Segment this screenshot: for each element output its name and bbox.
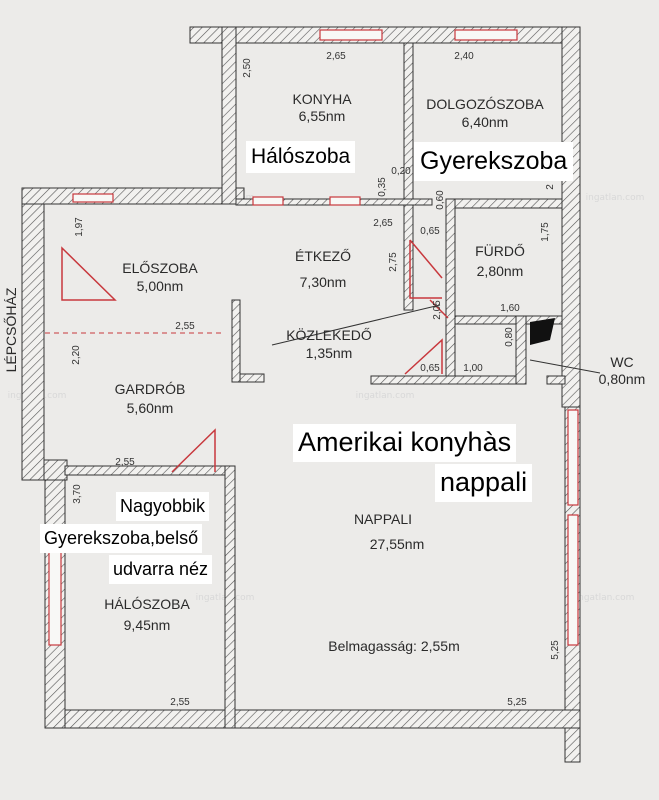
- windows: [48, 29, 579, 646]
- room-haloszoba-name: HÁLÓSZOBA: [104, 596, 190, 612]
- room-furdo-area: 2,80nm: [477, 263, 524, 279]
- room-furdo-name: FÜRDŐ: [475, 242, 525, 259]
- dim-haloszoba-top-width: 2,55: [115, 457, 135, 468]
- room-kozlekedo-name: KÖZLEKEDŐ: [286, 326, 372, 343]
- room-etkezo-area: 7,30nm: [300, 274, 347, 290]
- overlay-amerikai-line1: Amerikai konyhàs: [293, 424, 517, 462]
- room-eloszoba-name: ELŐSZOBA: [122, 260, 198, 276]
- room-dolgozo-area: 6,40nm: [462, 114, 509, 130]
- dim-gardrob-height: 2,20: [71, 345, 82, 365]
- room-wc-name: WC: [610, 354, 633, 370]
- dim-020: 0,20: [391, 166, 411, 177]
- dim-gardrob-width: 2,55: [175, 321, 195, 332]
- room-gardrob-area: 5,60nm: [127, 400, 174, 416]
- room-konyha-name: KONYHA: [292, 91, 352, 107]
- room-dolgozo-name: DOLGOZÓSZOBA: [426, 96, 544, 112]
- dim-wc-width: 0,80: [504, 327, 515, 347]
- doors: [61, 239, 449, 473]
- dim-035: 0,35: [377, 177, 388, 197]
- overlay-nagyobbik-line2: Gyerekszoba,belső: [40, 524, 203, 553]
- dim-eloszoba-height: 1,97: [74, 217, 85, 237]
- overlay-gyerekszoba: Gyerekszoba: [414, 142, 574, 182]
- watermark: ingatlan.com: [586, 193, 645, 203]
- overlay-nagyobbik-line3: udvarra néz: [109, 555, 213, 584]
- dim-065-bottom: 0,65: [420, 363, 440, 374]
- stairwell-label: LÉPCSŐHÁZ: [3, 287, 19, 372]
- room-eloszoba-area: 5,00nm: [137, 278, 184, 294]
- room-haloszoba-area: 9,45nm: [124, 617, 171, 633]
- toilet-icon: [530, 318, 555, 345]
- room-wc-area: 0,80nm: [599, 371, 646, 387]
- guide-lines: [271, 304, 601, 374]
- dim-fd-top: 0,65: [420, 226, 440, 237]
- room-labels: KONYHA 6,55nm DOLGOZÓSZOBA 6,40nm ELŐSZO…: [3, 91, 645, 654]
- dashed-guides: [45, 248, 225, 334]
- dim-2: 2: [545, 184, 556, 190]
- dim-haloszoba-height: 3,70: [72, 484, 83, 504]
- watermark: ingatlan.com: [576, 593, 635, 603]
- dim-konyha-height: 2,50: [242, 58, 253, 78]
- room-etkezo-name: ÉTKEZŐ: [295, 248, 351, 264]
- dim-etkezo-width: 2,65: [373, 218, 393, 229]
- dim-furdo-width: 1,60: [500, 303, 520, 314]
- dim-konyha-width: 2,65: [326, 51, 346, 62]
- room-konyha-area: 6,55nm: [299, 108, 346, 124]
- room-nappali-name: NAPPALI: [354, 511, 412, 527]
- walls: [21, 26, 581, 763]
- dim-haloszoba-bottom-width: 2,55: [170, 697, 190, 708]
- dimension-labels: 2,65 2,50 2,40 0,35 0,20 0,60 2 1,97 2,6…: [71, 51, 561, 708]
- dim-060: 0,60: [435, 190, 446, 210]
- room-nappali-area: 27,55nm: [370, 536, 424, 552]
- dim-nappali-bottom-width: 5,25: [507, 697, 527, 708]
- overlay-amerikai-line2: nappali: [435, 464, 533, 502]
- room-kozlekedo-area: 1,35nm: [306, 345, 353, 361]
- room-gardrob-name: GARDRÓB: [115, 381, 186, 397]
- watermark: ingatlan.com: [356, 391, 415, 401]
- dim-nappali-height: 5,25: [550, 640, 561, 660]
- ceiling-height-label: Belmagasság: 2,55m: [328, 638, 460, 654]
- dim-etkezo-height: 2,75: [388, 252, 399, 272]
- overlay-haloszoba: Hálószoba: [246, 141, 356, 174]
- dim-dolgozo-width: 2,40: [454, 51, 474, 62]
- dim-kozlekedo-height: 2,05: [432, 300, 443, 320]
- dim-100-bottom: 1,00: [463, 363, 483, 374]
- overlay-nagyobbik-line1: Nagyobbik: [116, 492, 210, 521]
- dim-furdo-height: 1,75: [540, 222, 551, 242]
